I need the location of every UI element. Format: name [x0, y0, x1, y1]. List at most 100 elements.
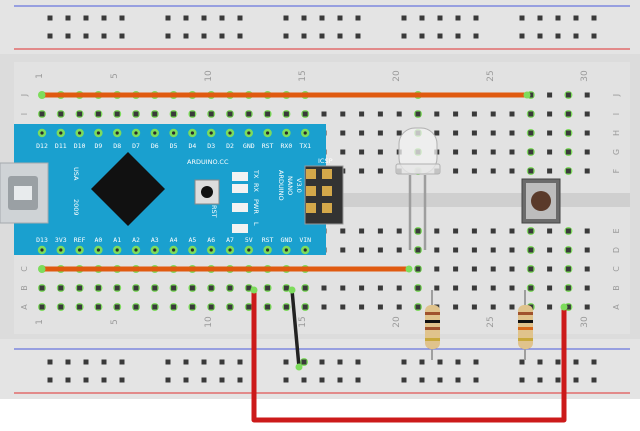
breadboard-hole: [565, 149, 571, 155]
breadboard-hole: [171, 285, 177, 291]
rail-hole: [401, 33, 407, 39]
breadboard-hole: [490, 228, 496, 234]
pin-label-top: TX1: [299, 142, 311, 150]
pin-label-bottom: A1: [113, 236, 121, 244]
pin-label-bottom: VIN: [299, 236, 311, 244]
arduino-nano[interactable]: D12D13D113V3D10REFD9A0D8A1D7A2D6A3D5A4D4…: [0, 124, 344, 255]
rail-hole: [437, 377, 443, 383]
rail-hole: [419, 15, 425, 21]
breadboard-hole: [58, 111, 64, 117]
usb-port-slot: [14, 186, 32, 200]
rail-hole: [301, 33, 307, 39]
rail-hole: [219, 15, 225, 21]
breadboard-hole: [565, 111, 571, 117]
rail-hole: [301, 359, 307, 365]
arduino-pin-hole: [115, 248, 119, 252]
rail-hole: [573, 377, 579, 383]
breadboard-hole: [565, 266, 571, 272]
breadboard-hole: [396, 247, 402, 253]
rail-hole: [165, 33, 171, 39]
rail-hole: [473, 33, 479, 39]
rail-hole: [219, 33, 225, 39]
row-letter: J: [612, 94, 621, 97]
rail-hole: [573, 359, 579, 365]
breadboard-hole: [547, 285, 553, 291]
breadboard-hole: [377, 130, 383, 136]
breadboard-hole: [547, 111, 553, 117]
rail-hole: [591, 377, 597, 383]
rail-hole: [65, 359, 71, 365]
led-5mm-clear[interactable]: [395, 127, 441, 250]
resistor-band: [518, 312, 533, 315]
column-number: 15: [298, 316, 308, 327]
breadboard-hole: [565, 168, 571, 174]
breadboard-hole: [227, 111, 233, 117]
rail-hole: [101, 15, 107, 21]
rail-hole: [355, 377, 361, 383]
pin-label-top: RST: [262, 142, 274, 150]
arduino-pin-hole: [172, 248, 176, 252]
row-letter: C: [20, 266, 29, 272]
rail-hole: [319, 15, 325, 21]
breadboard-hole: [377, 149, 383, 155]
breadboard-hole: [340, 111, 346, 117]
onboard-led-tx: [232, 172, 248, 181]
breadboard-hole: [189, 285, 195, 291]
icsp-label: ICSP: [318, 157, 333, 165]
row-letter: C: [612, 266, 621, 272]
pin-label-top: RX0: [281, 142, 293, 150]
wire-end: [288, 286, 296, 294]
breadboard-hole: [340, 228, 346, 234]
breadboard-hole: [453, 168, 459, 174]
breadboard-hole: [302, 304, 308, 310]
rail-hole: [573, 15, 579, 21]
arduino-pin-hole: [284, 248, 288, 252]
pin-label-bottom: 5V: [245, 236, 253, 244]
black-wire[interactable]: [290, 288, 301, 369]
pin-label-bottom: A2: [132, 236, 140, 244]
rail-hole: [455, 377, 461, 383]
rail-hole: [47, 33, 53, 39]
breadboard-hole: [547, 266, 553, 272]
breadboard-hole: [246, 285, 252, 291]
pushbutton[interactable]: [521, 178, 561, 224]
breadboard-hole: [189, 304, 195, 310]
breadboard-hole: [246, 111, 252, 117]
breadboard-hole: [359, 228, 365, 234]
breadboard-hole: [584, 130, 590, 136]
breadboard-hole: [509, 130, 515, 136]
breadboard-hole: [396, 111, 402, 117]
resistor-band: [425, 320, 440, 323]
rail-hole: [201, 33, 207, 39]
breadboard-hole: [509, 247, 515, 253]
onboard-led-rx: [232, 184, 248, 193]
rail-hole: [437, 33, 443, 39]
breadboard-hole: [359, 130, 365, 136]
breadboard-hole: [584, 168, 590, 174]
rail-hole: [555, 33, 561, 39]
rail-hole: [537, 33, 543, 39]
breadboard-hole: [528, 149, 534, 155]
red-wire[interactable]: [251, 290, 567, 423]
breadboard-hole: [58, 285, 64, 291]
rail-hole: [473, 15, 479, 21]
breadboard-hole: [471, 111, 477, 117]
rail-hole: [455, 33, 461, 39]
breadboard-hole: [490, 168, 496, 174]
resistor-2[interactable]: [518, 290, 533, 360]
breadboard-hole: [152, 111, 158, 117]
resistor-1[interactable]: [425, 290, 440, 360]
breadboard-hole: [114, 285, 120, 291]
breadboard-hole: [565, 285, 571, 291]
wire-end: [560, 303, 568, 311]
pin-label-top: D12: [36, 142, 48, 150]
arduino-pin-hole: [59, 131, 63, 135]
breadboard-hole: [359, 247, 365, 253]
rail-hole: [319, 377, 325, 383]
breadboard-hole: [584, 111, 590, 117]
arduino-pin-hole: [303, 248, 307, 252]
breadboard-hole: [377, 111, 383, 117]
pin-label-top: D4: [188, 142, 196, 150]
bottom-power-rail: [0, 339, 640, 399]
